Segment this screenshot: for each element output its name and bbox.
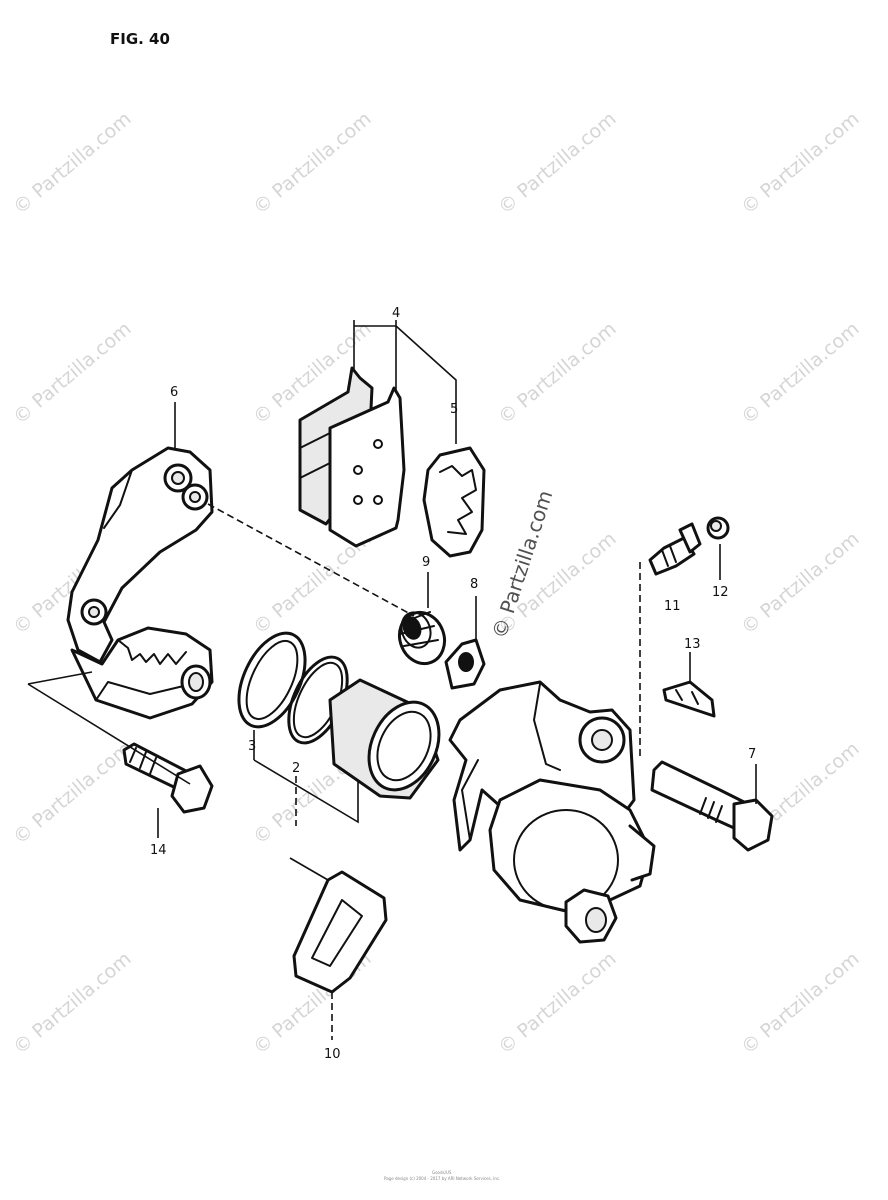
- callout-12: 12: [712, 585, 729, 600]
- caliper-bracket-part-6: [66, 446, 214, 720]
- leader-lines: [27, 320, 757, 1040]
- watermark: © Partzilla.com: [494, 948, 620, 1059]
- callout-2: 2: [292, 761, 300, 776]
- callout-13: 13: [684, 637, 701, 652]
- figure-title: FIG. 40: [110, 30, 170, 48]
- piston-part-1: [328, 678, 441, 800]
- watermark: © Partzilla.com: [737, 528, 863, 639]
- callout-5: 5: [450, 402, 458, 417]
- footer-line-1: Goods/US: [432, 1170, 452, 1175]
- cover-part-8: [444, 638, 486, 690]
- pad-spring-part-13: [662, 680, 716, 718]
- callout-3: 3: [248, 739, 256, 754]
- caliper-body: [448, 680, 656, 944]
- brake-pads-part-4: [298, 366, 406, 548]
- watermark: © Partzilla.com: [494, 108, 620, 219]
- footer-line-2: Page design (c) 2004 - 2017 by ARI Netwo…: [384, 1176, 500, 1181]
- watermark: © Partzilla.com: [737, 318, 863, 429]
- watermark: © Partzilla.com: [249, 108, 375, 219]
- watermark: © Partzilla.com: [737, 108, 863, 219]
- bleeder-valve-part-11: [648, 522, 702, 576]
- pad-retainer-part-10: [292, 870, 388, 994]
- watermark: © Partzilla.com: [494, 318, 620, 429]
- callout-10: 10: [324, 1047, 341, 1062]
- watermark: © Partzilla.com: [9, 738, 135, 849]
- watermark: © Partzilla.com: [9, 948, 135, 1059]
- callout-14: 14: [150, 843, 167, 858]
- mounting-bolt-part-14: [122, 742, 214, 814]
- callout-7: 7: [748, 747, 756, 762]
- watermark-layer: © Partzilla.com © Partzilla.com © Partzi…: [9, 108, 863, 1059]
- callout-labels: 4 5 6 9 8 11 12 13 7 3 2 14 10: [150, 306, 756, 1062]
- callout-11: 11: [664, 599, 681, 614]
- callout-9: 9: [422, 555, 430, 570]
- watermark: © Partzilla.com: [737, 948, 863, 1059]
- callout-4: 4: [392, 306, 400, 321]
- anti-rattle-shim-part-5: [422, 446, 486, 558]
- bleeder-cap-part-12: [706, 516, 730, 540]
- watermark: © Partzilla.com: [9, 318, 135, 429]
- callout-8: 8: [470, 577, 478, 592]
- dust-seal-part-3: [237, 631, 307, 729]
- dust-boot-part-9: [397, 610, 447, 666]
- slide-pin-bolt-part-7: [650, 760, 774, 852]
- callout-6: 6: [170, 385, 178, 400]
- watermark: © Partzilla.com: [9, 108, 135, 219]
